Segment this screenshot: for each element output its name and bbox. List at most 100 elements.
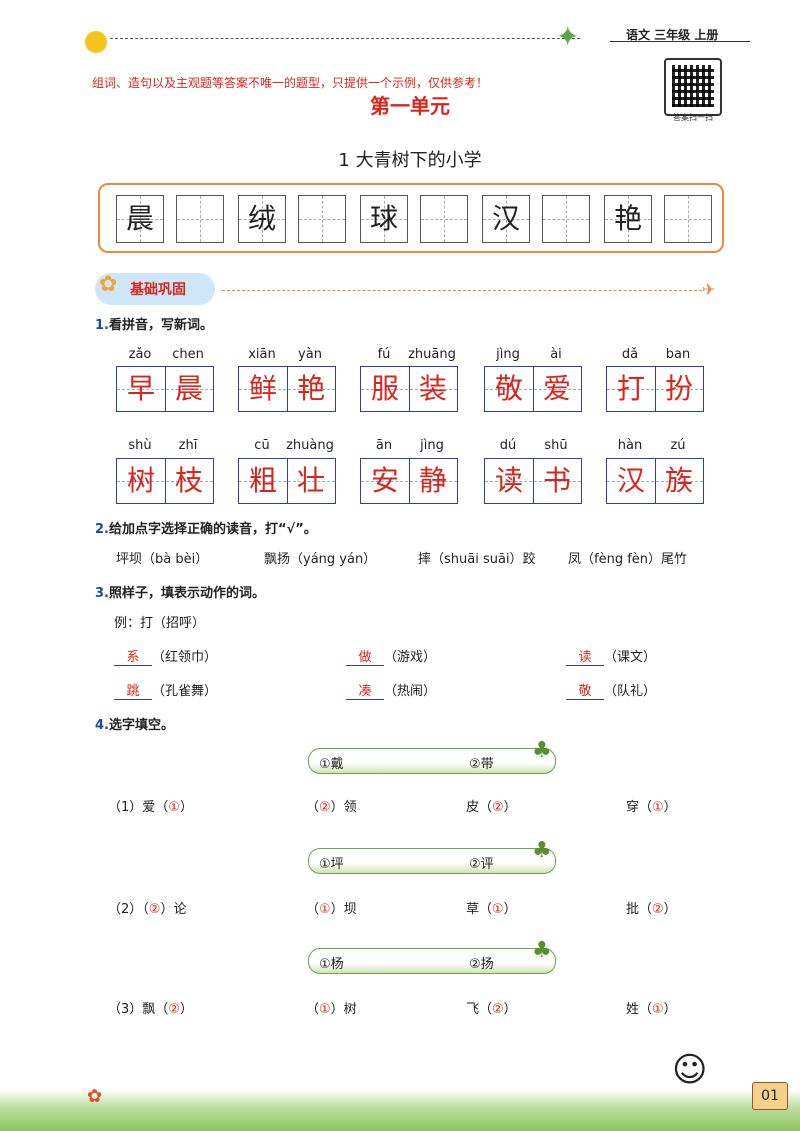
char-cell: 晨 xyxy=(116,195,164,243)
new-characters-box: 晨 绒 球 汉 艳 xyxy=(98,183,724,253)
question-number: 2. xyxy=(95,522,109,537)
written-char: 装 xyxy=(418,372,447,405)
fill-item: 飞（②） xyxy=(466,1002,517,1017)
written-char: 鲜 xyxy=(248,372,277,405)
char-cell: 球 xyxy=(360,195,408,243)
written-char: 书 xyxy=(542,464,571,497)
verb-fill-item: 系（红领巾） xyxy=(114,646,217,666)
section-badge xyxy=(95,273,215,305)
written-char: 扮 xyxy=(664,372,693,405)
written-char: 早 xyxy=(126,372,155,405)
word-writing-box[interactable]: 安静 xyxy=(360,458,458,504)
verb-answer[interactable]: 做 xyxy=(346,646,384,666)
fill-answer[interactable]: ① xyxy=(168,800,180,815)
verb-answer[interactable]: 读 xyxy=(566,646,604,666)
verb-object: （红领巾） xyxy=(152,650,218,665)
empty-cell xyxy=(420,195,468,243)
word-writing-box[interactable]: 敬爱 xyxy=(484,366,582,412)
pinyin-syllable: hàn xyxy=(617,438,643,453)
sun-icon xyxy=(85,31,107,53)
kite-icon: ✦ xyxy=(556,20,580,53)
question-4: 4.选字填空。 xyxy=(95,714,174,733)
verb-answer[interactable]: 凑 xyxy=(346,680,384,700)
tree-icon: ♣ xyxy=(532,738,552,763)
char-text: 汉 xyxy=(491,202,520,235)
option-2: ②带 xyxy=(469,757,494,772)
answer-notice: 组词、造句以及主观题等答案不唯一的题型，只提供一个示例，仅供参考！ xyxy=(92,76,489,90)
verb-answer[interactable]: 系 xyxy=(114,646,152,666)
fill-item: 草（①） xyxy=(466,902,517,917)
empty-cell xyxy=(298,195,346,243)
verb-fill-item: 凑（热闹） xyxy=(346,680,436,700)
option-1: ①坪 xyxy=(319,857,344,872)
word-writing-box[interactable]: 粗壮 xyxy=(238,458,336,504)
word-writing-box[interactable]: 服装 xyxy=(360,366,458,412)
written-char: 服 xyxy=(370,372,399,405)
pinyin-syllable: fú xyxy=(377,347,391,362)
option-banner: ①坪 ②评 xyxy=(308,848,556,874)
word-writing-box[interactable]: 打扮 xyxy=(606,366,704,412)
word-writing-box[interactable]: 树枝 xyxy=(116,458,214,504)
verb-fill-item: 读（课文） xyxy=(566,646,656,666)
fill-answer[interactable]: ② xyxy=(492,1002,504,1017)
char-text: 绒 xyxy=(247,202,276,235)
option-2: ②扬 xyxy=(469,957,494,972)
verb-answer[interactable]: 敬 xyxy=(566,680,604,700)
verb-answer[interactable]: 跳 xyxy=(114,680,152,700)
book-label: 语文 三年级 上册 xyxy=(626,28,719,42)
butterfly-icon: ✿ xyxy=(99,272,118,297)
fill-answer[interactable]: ① xyxy=(492,902,504,917)
word-writing-box[interactable]: 早晨 xyxy=(116,366,214,412)
fill-answer[interactable]: ① xyxy=(319,1002,331,1017)
fill-answer[interactable]: ② xyxy=(168,1002,180,1017)
pinyin-syllable: jìng xyxy=(496,347,520,362)
pronunciation-item[interactable]: 凤（fèng fèn）尾竹 xyxy=(568,552,688,567)
written-char: 敬 xyxy=(494,372,523,405)
verb-fill-item: 做（游戏） xyxy=(346,646,436,666)
qr-pattern xyxy=(672,65,714,107)
fill-answer[interactable]: ② xyxy=(319,800,331,815)
fill-item: （①）树 xyxy=(306,1002,357,1017)
question-number: 1. xyxy=(95,318,109,333)
pronunciation-item[interactable]: 摔（shuāi suāi）跤 xyxy=(418,552,536,567)
fill-answer[interactable]: ② xyxy=(148,902,161,917)
tree-icon: ♣ xyxy=(532,938,552,963)
pinyin-syllable: ài xyxy=(550,347,562,362)
header-divider xyxy=(110,38,580,40)
unit-title: 第一单元 xyxy=(370,94,450,118)
pinyin-syllable: cū xyxy=(254,438,270,453)
flower-icon: ✿ xyxy=(87,1086,103,1107)
word-writing-box[interactable]: 读书 xyxy=(484,458,582,504)
char-text: 球 xyxy=(369,202,398,235)
fill-answer[interactable]: ① xyxy=(652,1002,664,1017)
fill-item: （1）爱（①） xyxy=(108,800,193,815)
pinyin-syllable: dú xyxy=(499,438,517,453)
word-writing-box[interactable]: 鲜艳 xyxy=(238,366,336,412)
option-1: ①杨 xyxy=(319,957,344,972)
word-writing-box[interactable]: 汉族 xyxy=(606,458,704,504)
fill-item: （2）（②）论 xyxy=(108,902,187,917)
written-char: 晨 xyxy=(174,372,203,405)
written-char: 读 xyxy=(494,464,523,497)
written-char: 汉 xyxy=(616,464,645,497)
question-text: 看拼音，写新词。 xyxy=(108,318,213,333)
fill-answer[interactable]: ② xyxy=(492,800,504,815)
char-text: 艳 xyxy=(613,202,642,235)
fill-item: 批（②） xyxy=(626,902,677,917)
qr-code[interactable] xyxy=(664,58,722,116)
verb-object: （热闹） xyxy=(384,684,437,699)
pronunciation-item[interactable]: 飘扬（yáng yán） xyxy=(264,552,377,567)
pinyin-syllable: ān xyxy=(375,438,393,453)
verb-object: （游戏） xyxy=(384,650,437,665)
pronunciation-item[interactable]: 坪坝（bà bèi） xyxy=(116,552,209,567)
char-cell: 绒 xyxy=(238,195,286,243)
pinyin-syllable: shù xyxy=(128,438,152,453)
fill-answer[interactable]: ① xyxy=(319,902,331,917)
section-title: 基础巩固 xyxy=(130,282,186,298)
fill-item: 姓（①） xyxy=(626,1002,677,1017)
girl-with-net-illustration: ☺ xyxy=(672,1050,708,1090)
pinyin-syllable: yàn xyxy=(298,347,322,362)
tree-icon: ♣ xyxy=(532,838,552,863)
fill-answer[interactable]: ① xyxy=(652,800,664,815)
fill-answer[interactable]: ② xyxy=(652,902,664,917)
